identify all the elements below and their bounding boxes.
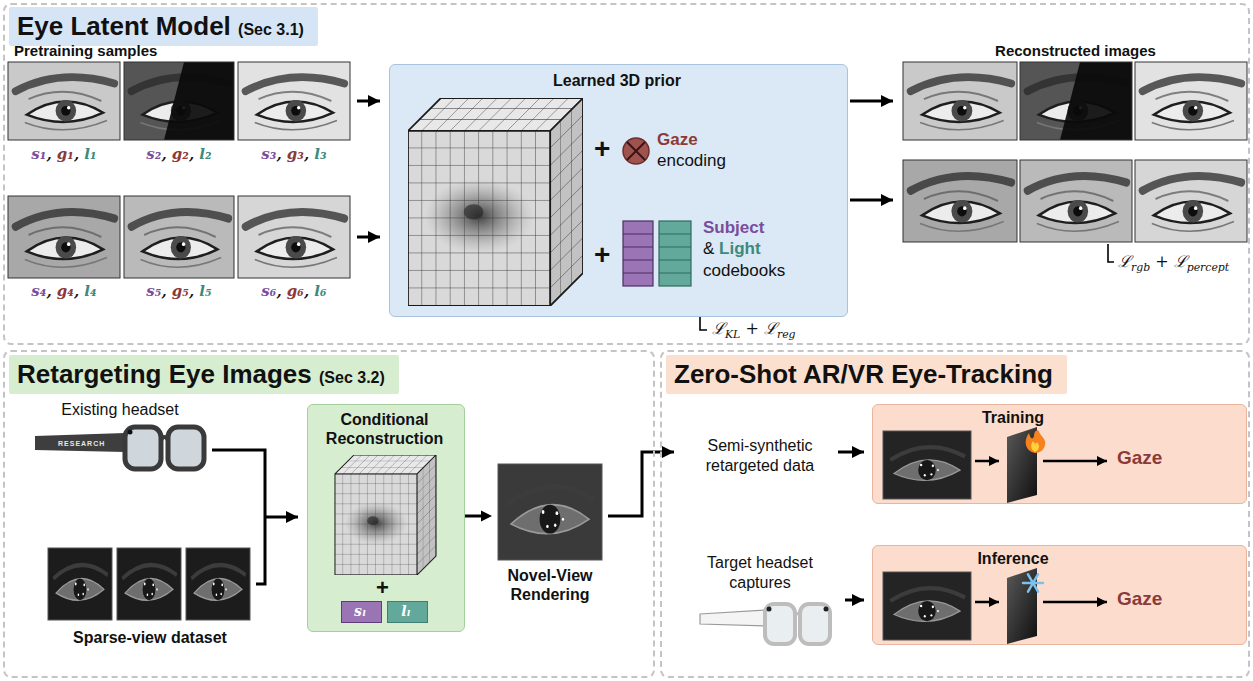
module-box: Conditional Reconstruction + sₗlₗ: [307, 404, 465, 632]
device-branding: RESEARCH: [58, 439, 105, 448]
rendered-image: Novel-View Rendering: [492, 460, 612, 620]
text-run: Subject: [703, 217, 785, 238]
sample-code: s₅, g₅, l₅: [124, 282, 234, 300]
box-title: Training: [963, 408, 1063, 427]
light-codebook: [659, 221, 691, 286]
gaze-encoding: Gaze encoding: [657, 129, 726, 172]
device-label: Existing headset: [30, 400, 210, 419]
image-caption: Novel-View Rendering: [492, 566, 608, 604]
text-run: l₆: [314, 282, 326, 300]
existing-headset: [35, 427, 204, 469]
stage-box: TrainingGaze: [872, 404, 1247, 504]
data-label: Semi-synthetic retargeted data: [680, 436, 840, 476]
flame-icon: [1026, 430, 1046, 453]
text-run: l₄: [84, 282, 96, 300]
text-run: g₃: [287, 145, 304, 163]
text-run: codebooks: [703, 260, 785, 281]
text-run: g₂: [172, 145, 189, 163]
text-run: l₁: [84, 145, 96, 163]
text-run: g₆: [287, 282, 304, 300]
text-run: reg: [777, 328, 796, 341]
dataset-label: Sparse-view dataset: [25, 628, 275, 647]
inference-illustration: [3, 3, 1253, 681]
section-panel: Zero-Shot AR/VR Eye-Tracking TrainingGaz…: [660, 350, 1250, 678]
text-run: Gaze: [657, 129, 726, 150]
module-box: Learned 3D prior + Gaze encoding + Subject &…: [389, 64, 848, 317]
subject-codebook: [623, 221, 653, 286]
text-run: l₃: [314, 145, 326, 163]
data-label: Target headset captures: [680, 553, 840, 593]
plus-sign: +: [594, 241, 610, 269]
text-run: g₁: [57, 145, 74, 163]
stage-box: InferenceGaze: [872, 545, 1247, 645]
text-run: l₅: [199, 282, 211, 300]
code-symbol: lₗ: [388, 603, 424, 620]
text-run: g₅: [172, 282, 189, 300]
code-symbol: sₗ: [342, 603, 378, 620]
box-title: Learned 3D prior: [390, 71, 844, 90]
code-chip: sₗ: [341, 601, 382, 623]
text-run: s₆: [261, 282, 276, 300]
sample-code: s₆, g₆, l₆: [239, 282, 349, 300]
box-title: Conditional Reconstruction: [308, 410, 461, 448]
snowflake-icon: [1023, 574, 1043, 591]
text-run: s₄: [31, 282, 46, 300]
box-title: Inference: [963, 549, 1063, 568]
output-label: Gaze: [1117, 447, 1162, 470]
text-run: (Sec 3.2): [319, 369, 385, 386]
sparse-view-images: [48, 548, 250, 620]
text-run: s₁: [31, 145, 46, 163]
text-run: l₂: [199, 145, 211, 163]
codebook-label: Subject & Light codebooks: [703, 217, 785, 281]
pretraining-images: [8, 62, 350, 278]
text-run: s₂: [146, 145, 161, 163]
text-run: KL: [725, 328, 740, 341]
plus-sign: +: [376, 577, 389, 599]
reconstructed-images: [903, 62, 1247, 242]
sample-code: s₂, g₂, l₂: [124, 145, 234, 163]
output-label: Gaze: [1117, 588, 1162, 611]
target-headset: [700, 604, 830, 644]
section-panel: Retargeting Eye Images (Sec 3.2) Conditi…: [3, 350, 655, 678]
text-run: g₄: [57, 282, 74, 300]
arrowhead: [481, 511, 492, 522]
text-run: s₅: [146, 282, 161, 300]
text-run: rgb: [1131, 261, 1150, 274]
loss-formula: ℒrgb + ℒpercept: [1118, 252, 1229, 274]
plus-sign: +: [594, 135, 610, 163]
text-run: Light: [719, 239, 761, 258]
panel-heading: Eye Latent Model (Sec 3.1): [9, 7, 318, 46]
loss-formula: ℒKL + ℒreg: [712, 319, 796, 341]
sample-code: s₁, g₁, l₁: [9, 145, 119, 163]
code-chip: lₗ: [387, 601, 428, 623]
gaze-icon: [623, 138, 649, 164]
section-label: Pretraining samples: [14, 42, 157, 60]
panel-heading: Zero-Shot AR/VR Eye-Tracking: [666, 355, 1067, 394]
sample-code: s₃, g₃, l₃: [239, 145, 349, 163]
connector: [465, 515, 483, 518]
section-label: Reconstructed images: [903, 42, 1248, 60]
sample-code: s₄, g₄, l₄: [9, 282, 119, 300]
text-run: percept: [1187, 261, 1229, 274]
text-run: (Sec 3.1): [238, 21, 304, 38]
text-run: s₃: [261, 145, 276, 163]
panel-heading: Retargeting Eye Images (Sec 3.2): [9, 355, 399, 394]
